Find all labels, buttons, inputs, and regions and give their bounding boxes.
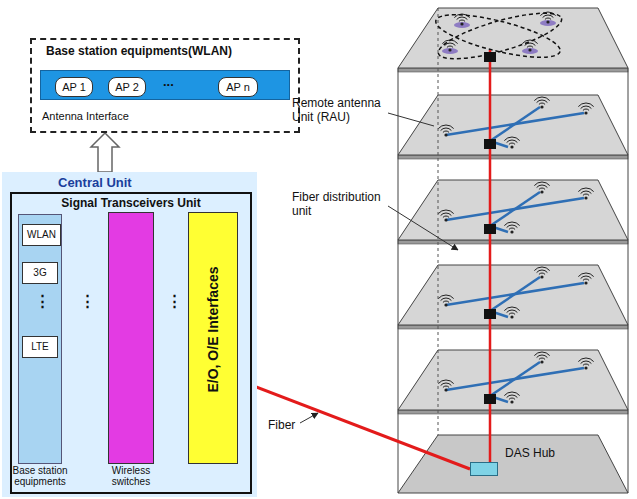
distribution-fiber	[446, 113, 584, 135]
floor-edge	[398, 68, 628, 72]
antenna-symbol	[438, 380, 453, 392]
antenna-symbol	[578, 188, 593, 200]
ap-box: AP 1	[55, 77, 93, 97]
radio-label: 3G	[23, 263, 57, 283]
interface-label: Antenna Interface	[42, 110, 298, 122]
antenna-symbol	[504, 222, 519, 234]
floor-edge	[398, 155, 628, 159]
building-wall	[398, 68, 399, 493]
floor-slab	[398, 8, 628, 68]
antenna-symbol	[504, 137, 519, 149]
floor-edge	[398, 410, 628, 414]
ellipsis: ⋮	[80, 292, 95, 310]
floor-slab	[398, 350, 628, 410]
radio-label: WLAN	[23, 225, 60, 245]
equipment-column: WLAN3GLTEBase station equipments	[18, 214, 62, 464]
ellipsis: ...	[163, 74, 174, 89]
transceiver-box: WLAN3GLTEBase station equipmentsWireless…	[10, 192, 252, 494]
callout-label: Fiber distribution unit	[292, 190, 387, 218]
callout-label: Fiber	[268, 418, 295, 432]
fiber-distribution-box	[484, 224, 496, 234]
leader-line	[388, 113, 434, 126]
distribution-fiber	[446, 198, 584, 220]
ellipsis: ⋮	[167, 292, 182, 310]
floor-slab	[398, 180, 628, 240]
antenna-symbol	[438, 125, 453, 137]
antenna-symbol	[504, 392, 519, 404]
radio-box: LTE	[22, 336, 58, 358]
ground-floor	[398, 435, 628, 493]
coverage-spot	[522, 48, 538, 54]
ap-label: AP 2	[109, 78, 145, 96]
switch-caption: Wireless switches	[96, 465, 166, 487]
antenna-symbol	[578, 273, 593, 285]
interface-title: E/O, O/E Interfaces	[205, 260, 222, 400]
building-wall	[628, 68, 629, 493]
distribution-fiber	[446, 283, 584, 305]
antenna-symbol	[578, 358, 593, 370]
antenna-symbol	[578, 103, 593, 115]
coverage-spot	[442, 48, 458, 54]
antenna-symbol	[534, 267, 549, 279]
antenna-symbol	[534, 352, 549, 364]
group-title: Base station equipments(WLAN)	[46, 44, 298, 58]
coverage-ellipse	[432, 6, 563, 66]
coverage-ellipse	[434, 4, 565, 68]
ap-label: AP 1	[56, 78, 92, 96]
ellipsis: ⋮	[35, 292, 50, 310]
central-unit-panel: WLAN 3G LTE Base station equipments Wireless…	[2, 172, 257, 497]
antenna-symbol	[522, 40, 537, 52]
fiber-distribution-box	[484, 139, 496, 149]
callout-label: Remote antenna Unit (RAU)	[292, 96, 387, 124]
antenna-symbol	[438, 210, 453, 222]
floor-slab	[398, 95, 628, 155]
building-back-edge	[438, 8, 439, 435]
radio-box: WLAN	[22, 224, 61, 246]
coverage-spot	[540, 20, 556, 26]
floor-slab	[398, 265, 628, 325]
fiber-distribution-box	[484, 52, 496, 62]
fiber-distribution-box	[484, 309, 496, 319]
ap-box: AP n	[218, 77, 258, 97]
antenna-symbol	[442, 40, 457, 52]
eo-interface-box: E/O, O/E Interfaces	[188, 212, 238, 464]
block-arrow	[91, 133, 119, 172]
fiber-link	[238, 380, 470, 469]
radio-box: 3G	[22, 262, 58, 284]
distribution-fiber	[446, 368, 584, 390]
antenna-symbol	[438, 295, 453, 307]
floor-edge	[398, 240, 628, 244]
box-title: Signal Transceivers Unit	[12, 196, 250, 210]
column-caption: Base station equipments	[5, 465, 75, 487]
ap-box: AP 2	[108, 77, 146, 97]
antenna-symbol	[504, 307, 519, 319]
leader-line	[300, 413, 318, 423]
floor-edge	[398, 325, 628, 329]
ap-label: AP n	[219, 78, 257, 96]
panel-title: Central Unit	[58, 175, 257, 190]
leader-line	[388, 206, 458, 250]
antenna-symbol	[534, 182, 549, 194]
hub-label: DAS Hub	[505, 446, 531, 460]
fiber-distribution-box	[484, 394, 496, 404]
coverage-spot	[454, 22, 470, 28]
switch-box: Wireless switches	[108, 212, 154, 464]
antenna-symbol	[534, 97, 549, 109]
das-hub-box: DAS Hub	[470, 462, 498, 476]
radio-label: LTE	[23, 337, 57, 357]
